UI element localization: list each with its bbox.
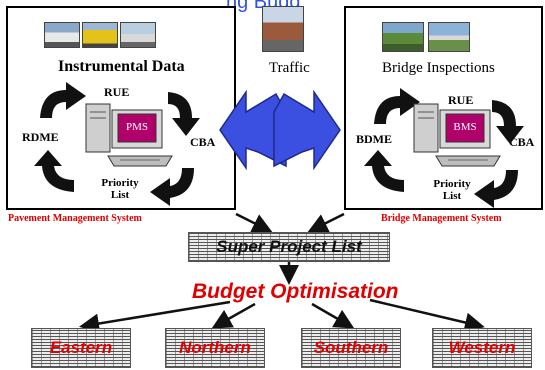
region-sheet-northern: Northern <box>165 328 265 368</box>
left-cycle-arrow-top-right <box>168 92 200 136</box>
left-cycle-arrow-top-left <box>40 82 86 118</box>
region-sheet-southern: Southern <box>301 328 401 368</box>
left-cycle-arrow-bottom-left <box>34 150 74 192</box>
arrow-right-to-super-list <box>307 212 345 233</box>
traffic-label: Traffic <box>269 60 310 76</box>
arrow-to-northern <box>211 302 256 329</box>
right-cycle-arrow-top-right <box>492 100 524 144</box>
bms-screen-label: BMS <box>453 121 477 133</box>
right-cycle-arrow-top-left <box>374 88 420 124</box>
left-rue-label: RUE <box>104 85 130 99</box>
vehicle-photo-3 <box>120 22 156 48</box>
region-sheet-eastern: Eastern <box>31 328 131 368</box>
vehicle-photo-1 <box>44 22 80 48</box>
region-label-southern: Southern <box>313 338 389 357</box>
region-label-eastern: Eastern <box>49 338 113 357</box>
right-cycle-arrow-bottom-right <box>474 170 518 208</box>
super-project-list-label: Super Project List <box>216 237 362 256</box>
left-cycle-arrow-bottom-right <box>150 168 194 206</box>
bridge-photo-2 <box>428 22 470 52</box>
left-cba-label: CBA <box>190 135 216 149</box>
arrow-to-eastern <box>79 300 231 334</box>
instrumental-data-heading: Instrumental Data <box>58 58 185 75</box>
right-priority-list-label: Priority List <box>433 178 471 202</box>
region-label-northern: Northern <box>179 338 251 357</box>
right-bdme-label: BDME <box>356 132 392 146</box>
region-label-western: Western <box>448 338 516 357</box>
right-cycle-arrow-bottom-left <box>364 150 404 192</box>
pms-screen-label: PMS <box>125 121 149 133</box>
bridge-system-label: Bridge Management System <box>381 213 502 224</box>
left-rdme-label: RDME <box>22 130 59 144</box>
bridge-photo-1 <box>382 22 424 52</box>
pavement-system-label: Pavement Management System <box>8 213 142 224</box>
region-sheet-western: Western <box>432 328 532 368</box>
super-project-list-sheet: Super Project List <box>188 232 390 262</box>
bridge-inspections-heading: Bridge Inspections <box>382 60 495 76</box>
vehicle-photo-2 <box>82 22 118 48</box>
left-priority-list-label: Priority List <box>101 177 139 201</box>
right-rue-label: RUE <box>448 93 474 107</box>
arrow-to-western <box>369 298 485 333</box>
arrow-to-southern <box>311 302 355 329</box>
budget-optimisation-label: Budget Optimisation <box>192 280 399 303</box>
truck-photo <box>262 6 304 52</box>
right-cba-label: CBA <box>509 135 535 149</box>
traffic-arrow-right <box>273 89 341 171</box>
arrow-left-to-super-list <box>235 212 273 233</box>
